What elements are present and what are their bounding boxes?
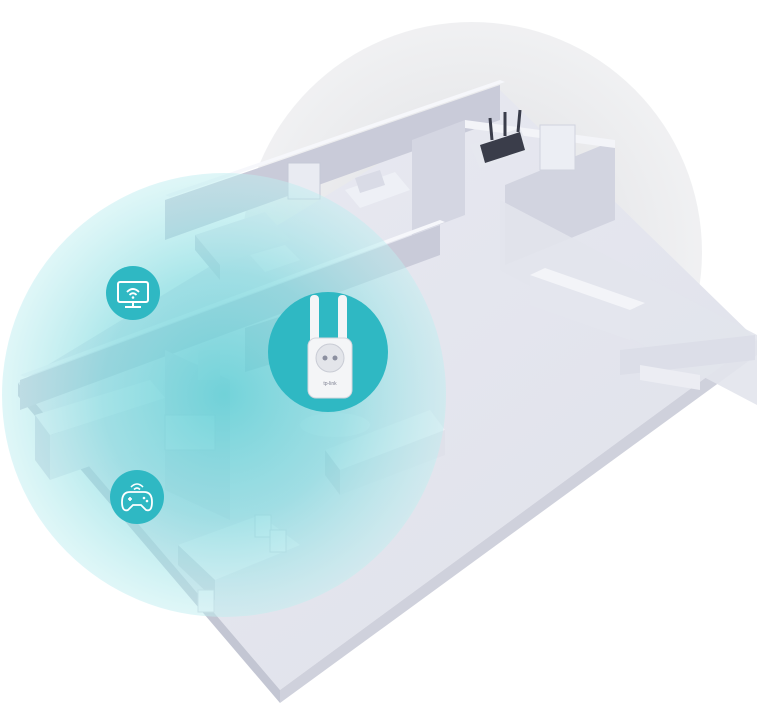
wifi-gamepad-icon [110,470,164,524]
extender-coverage-circle [2,173,446,617]
wifi-monitor-icon [106,266,160,320]
extender-badge: tp-link [268,292,388,412]
device-brand-label: tp-link [323,381,337,387]
